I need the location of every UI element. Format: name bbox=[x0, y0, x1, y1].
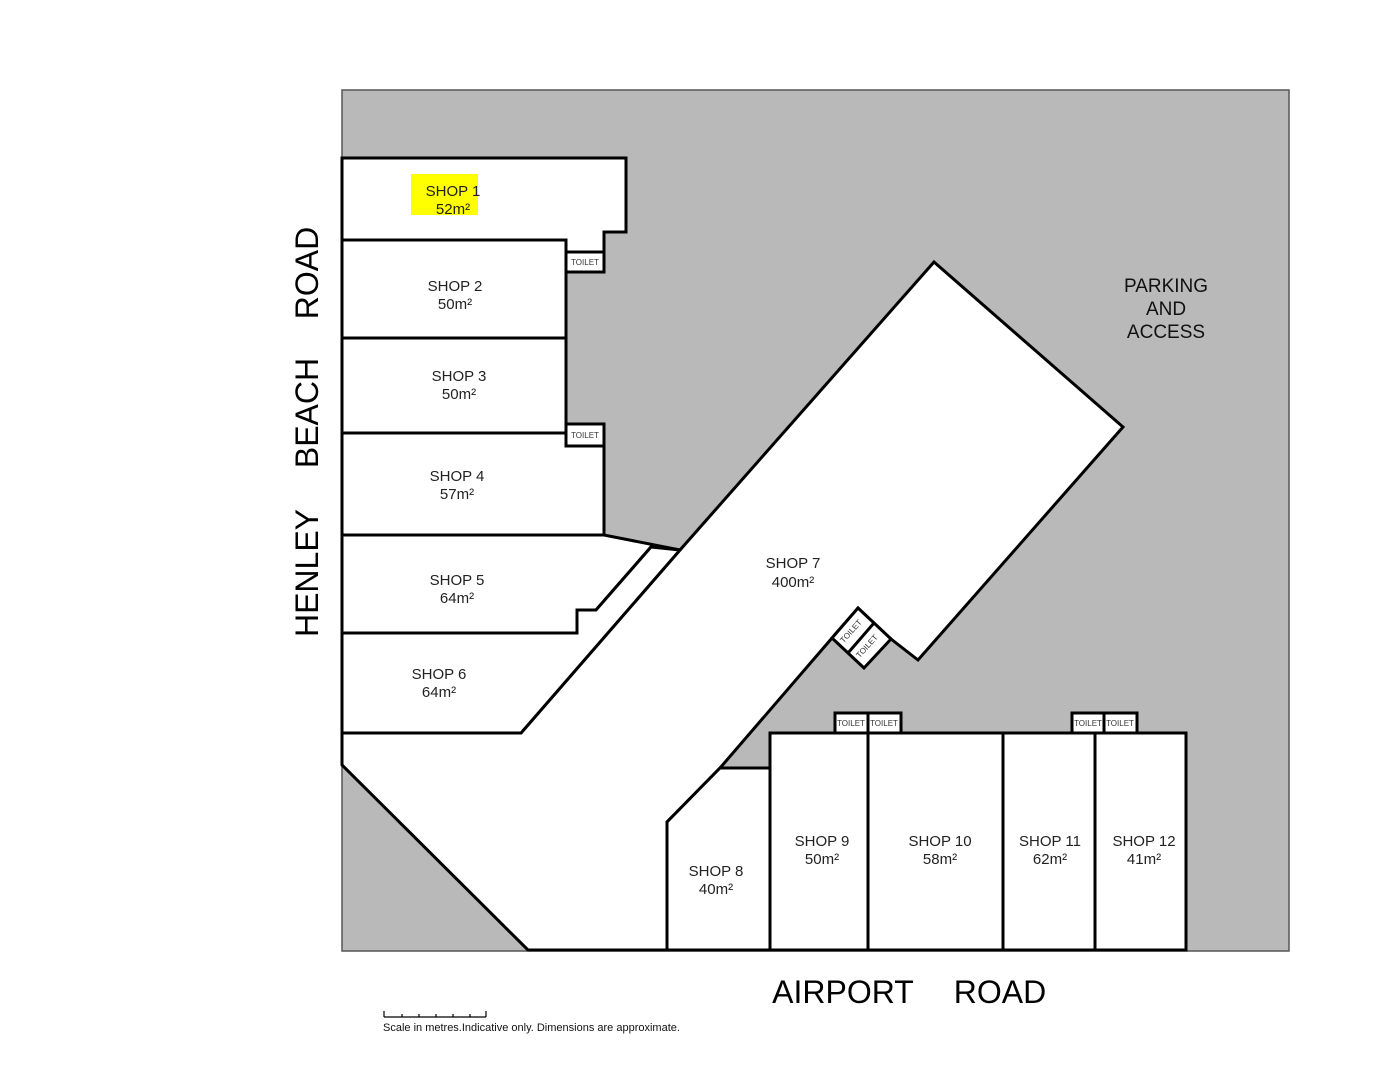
svg-text:40m²: 40m² bbox=[699, 881, 733, 898]
shop-6-unit[interactable] bbox=[340, 545, 684, 735]
svg-text:58m²: 58m² bbox=[923, 851, 957, 868]
toilet-label: TOILET bbox=[1106, 719, 1134, 728]
svg-text:50m²: 50m² bbox=[442, 386, 476, 403]
svg-text:SHOP 7: SHOP 7 bbox=[766, 555, 821, 572]
parking-label: PARKING AND ACCESS bbox=[1124, 276, 1208, 343]
svg-text:SHOP 10: SHOP 10 bbox=[908, 833, 971, 850]
toilet-label: TOILET bbox=[837, 719, 865, 728]
toilet-pair-diagonal: TOILET TOILET bbox=[829, 605, 894, 671]
scale-bar bbox=[383, 1011, 487, 1018]
toilet-pair: TOILET TOILET bbox=[1070, 711, 1139, 735]
svg-text:50m²: 50m² bbox=[805, 851, 839, 868]
shop-11-unit[interactable] bbox=[1001, 731, 1097, 952]
svg-text:HENLEY: HENLEY bbox=[289, 509, 325, 637]
svg-text:SHOP 12: SHOP 12 bbox=[1112, 833, 1175, 850]
shop-1-highlight bbox=[411, 174, 478, 215]
svg-text:AIRPORT: AIRPORT bbox=[772, 974, 914, 1010]
svg-text:SHOP 1: SHOP 1 bbox=[426, 183, 481, 200]
svg-text:SHOP 4: SHOP 4 bbox=[430, 468, 485, 485]
toilet-label: TOILET bbox=[571, 431, 599, 440]
svg-text:ACCESS: ACCESS bbox=[1127, 322, 1205, 343]
shop-label-7: SHOP 7 400m² bbox=[766, 555, 821, 591]
shop-9-unit[interactable] bbox=[768, 731, 870, 952]
toilet-label: TOILET bbox=[1074, 719, 1102, 728]
svg-text:41m²: 41m² bbox=[1127, 851, 1161, 868]
toilet-pair: TOILET TOILET bbox=[833, 711, 903, 735]
toilet-label: TOILET bbox=[571, 258, 599, 267]
svg-text:ROAD: ROAD bbox=[954, 974, 1046, 1010]
svg-text:64m²: 64m² bbox=[422, 684, 456, 701]
svg-text:SHOP 5: SHOP 5 bbox=[430, 572, 485, 589]
svg-text:PARKING: PARKING bbox=[1124, 276, 1208, 297]
svg-text:57m²: 57m² bbox=[440, 486, 474, 503]
svg-text:52m²: 52m² bbox=[436, 201, 470, 218]
shop-8-unit[interactable] bbox=[665, 766, 772, 952]
svg-text:SHOP 3: SHOP 3 bbox=[432, 368, 487, 385]
road-label-airport: AIRPORT ROAD bbox=[772, 974, 1046, 1010]
svg-text:SHOP 9: SHOP 9 bbox=[795, 833, 850, 850]
svg-text:ROAD: ROAD bbox=[289, 227, 325, 319]
svg-text:SHOP 11: SHOP 11 bbox=[1019, 833, 1081, 850]
toilet: TOILET bbox=[564, 422, 606, 448]
svg-text:62m²: 62m² bbox=[1033, 851, 1067, 868]
svg-text:64m²: 64m² bbox=[440, 590, 474, 607]
toilet: TOILET bbox=[564, 250, 606, 274]
svg-text:SHOP 8: SHOP 8 bbox=[689, 863, 744, 880]
road-label-henley-beach: HENLEY BEACH ROAD bbox=[289, 227, 325, 637]
svg-text:SHOP 2: SHOP 2 bbox=[428, 278, 483, 295]
svg-text:50m²: 50m² bbox=[438, 296, 472, 313]
svg-text:SHOP 6: SHOP 6 bbox=[412, 666, 467, 683]
toilet-label: TOILET bbox=[870, 719, 898, 728]
shop-10-unit[interactable] bbox=[866, 731, 1005, 952]
scale-note: Scale in metres.Indicative only. Dimensi… bbox=[383, 1022, 680, 1034]
shop-1-unit[interactable] bbox=[340, 156, 628, 254]
svg-text:AND: AND bbox=[1146, 299, 1186, 320]
shop-12-unit[interactable] bbox=[1093, 731, 1188, 952]
svg-text:400m²: 400m² bbox=[772, 574, 815, 591]
svg-text:BEACH: BEACH bbox=[289, 358, 325, 468]
